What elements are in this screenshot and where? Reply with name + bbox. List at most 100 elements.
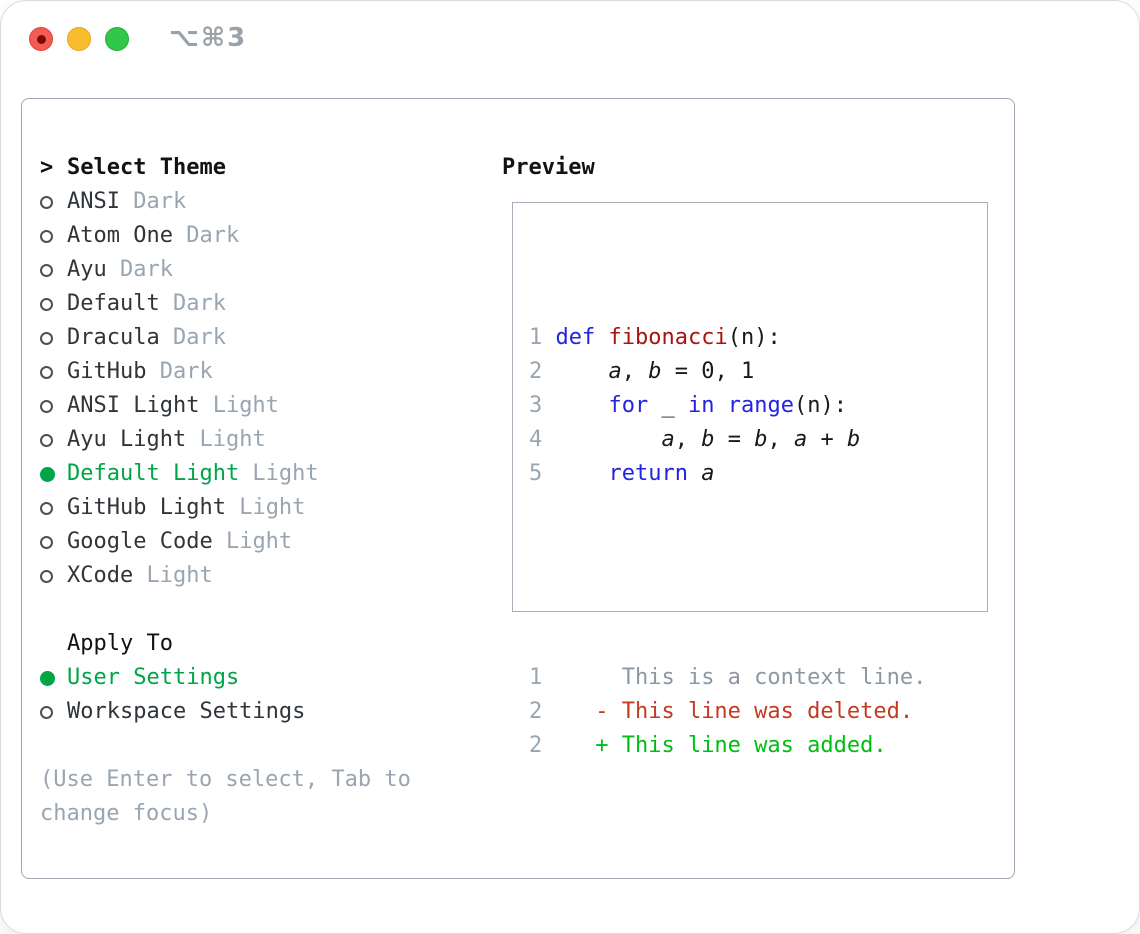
code-line: 2 a, b = 0, 1 — [529, 355, 987, 389]
code-token — [556, 393, 609, 418]
theme-name: GitHub Light — [67, 495, 226, 520]
theme-variant-tag: Dark — [159, 325, 226, 350]
apply-option-label: Workspace Settings — [67, 699, 306, 724]
apply-to-header: Apply To — [40, 627, 478, 661]
apply-option-workspace-settings[interactable]: Workspace Settings — [40, 695, 478, 729]
traffic-lights — [29, 27, 129, 51]
code-token: , — [621, 359, 649, 384]
theme-name: Default — [67, 291, 160, 316]
theme-name: Dracula — [67, 325, 160, 350]
code-token: def — [555, 325, 596, 350]
theme-option-google-code[interactable]: Google Code Light — [40, 525, 478, 559]
theme-option-ansi[interactable]: ANSI Dark — [40, 185, 478, 219]
theme-option-github[interactable]: GitHub Dark — [40, 355, 478, 389]
radio-icon — [40, 433, 53, 447]
radio-icon — [40, 331, 53, 345]
theme-variant-tag: Light — [212, 529, 293, 554]
code-token: a — [608, 359, 622, 384]
code-token: _ — [648, 393, 688, 418]
theme-name: Ayu Light — [67, 427, 187, 452]
line-number: 2 — [529, 733, 543, 758]
code-line: 4 a, b = b, a + b — [529, 423, 987, 457]
code-token: return — [608, 461, 688, 486]
diff-line-deleted: 2 - This line was deleted. — [529, 695, 987, 729]
diff-line-context: 1 This is a context line. — [529, 661, 987, 695]
code-token: (n): — [793, 393, 847, 418]
code-token: a — [793, 427, 808, 452]
code-token: = 0, 1 — [661, 359, 755, 384]
apply-option-label: User Settings — [67, 665, 240, 690]
theme-option-dracula[interactable]: Dracula Dark — [40, 321, 478, 355]
theme-name: Default Light — [67, 461, 240, 486]
code-token — [714, 393, 727, 418]
theme-option-ayu-light[interactable]: Ayu Light Light — [40, 423, 478, 457]
theme-variant-tag: Dark — [106, 257, 173, 282]
code-token: b — [701, 427, 715, 452]
theme-name: ANSI Light — [67, 393, 200, 418]
line-number: 1 — [529, 325, 556, 350]
code-token: a — [661, 427, 675, 452]
radio-selected-icon — [40, 466, 55, 482]
keyboard-hint: (Use Enter to select, Tab to change focu… — [40, 767, 411, 826]
theme-option-xcode[interactable]: XCode Light — [40, 559, 478, 593]
window-shortcut-label: ⌥⌘3 — [169, 23, 248, 53]
line-number: 1 — [529, 665, 543, 690]
line-number: 4 — [529, 427, 556, 452]
radio-selected-icon — [40, 670, 55, 686]
apply-to-title: Apply To — [67, 631, 173, 656]
code-token: , — [767, 427, 794, 452]
theme-option-ayu[interactable]: Ayu Dark — [40, 253, 478, 287]
theme-variant-tag: Dark — [159, 291, 226, 316]
diff-text: - This line was deleted. — [542, 699, 914, 724]
close-button[interactable] — [29, 27, 53, 51]
theme-option-atom-one[interactable]: Atom One Dark — [40, 219, 478, 253]
code-token: = — [714, 427, 755, 452]
blank-line — [529, 559, 987, 593]
theme-variant-tag: Dark — [146, 359, 213, 384]
radio-icon — [40, 501, 53, 515]
radio-icon — [40, 399, 53, 413]
code-token: + — [807, 427, 847, 452]
zoom-button[interactable] — [105, 27, 129, 51]
code-token: b — [648, 359, 662, 384]
theme-picker-title: Select Theme — [67, 155, 226, 180]
theme-variant-tag: Light — [239, 461, 319, 486]
code-token: in — [687, 393, 715, 418]
radio-icon — [40, 229, 53, 243]
theme-variant-tag: Light — [133, 563, 213, 588]
theme-variant-tag: Light — [186, 427, 266, 452]
diff-line-added: 2 + This line was added. — [529, 729, 987, 763]
code-token — [556, 427, 662, 452]
minimize-button[interactable] — [67, 27, 91, 51]
theme-option-ansi-light[interactable]: ANSI Light Light — [40, 389, 478, 423]
radio-icon — [40, 297, 53, 311]
theme-picker-header: > Select Theme — [40, 151, 478, 185]
radio-icon — [40, 569, 53, 583]
titlebar: ⌥⌘3 — [1, 1, 1139, 77]
theme-name: Google Code — [67, 529, 213, 554]
apply-option-user-settings[interactable]: User Settings — [40, 661, 478, 695]
radio-icon — [40, 263, 53, 277]
theme-option-default-light[interactable]: Default Light Light — [40, 457, 478, 491]
theme-name: XCode — [67, 563, 134, 588]
diff-text: This is a context line. — [542, 665, 927, 690]
theme-variant-tag: Dark — [172, 223, 240, 248]
preview-title: Preview — [502, 155, 595, 180]
code-token — [556, 461, 609, 486]
code-token — [556, 359, 609, 384]
code-line: 1 def fibonacci(n): — [529, 321, 987, 355]
theme-option-github-light[interactable]: GitHub Light Light — [40, 491, 478, 525]
cursor-prompt-icon: > — [40, 155, 54, 180]
code-line: 5 return a — [529, 457, 987, 491]
radio-icon — [40, 705, 53, 719]
theme-option-default[interactable]: Default Dark — [40, 287, 478, 321]
code-token: fibonacci — [608, 325, 728, 350]
code-token: a — [701, 461, 715, 486]
